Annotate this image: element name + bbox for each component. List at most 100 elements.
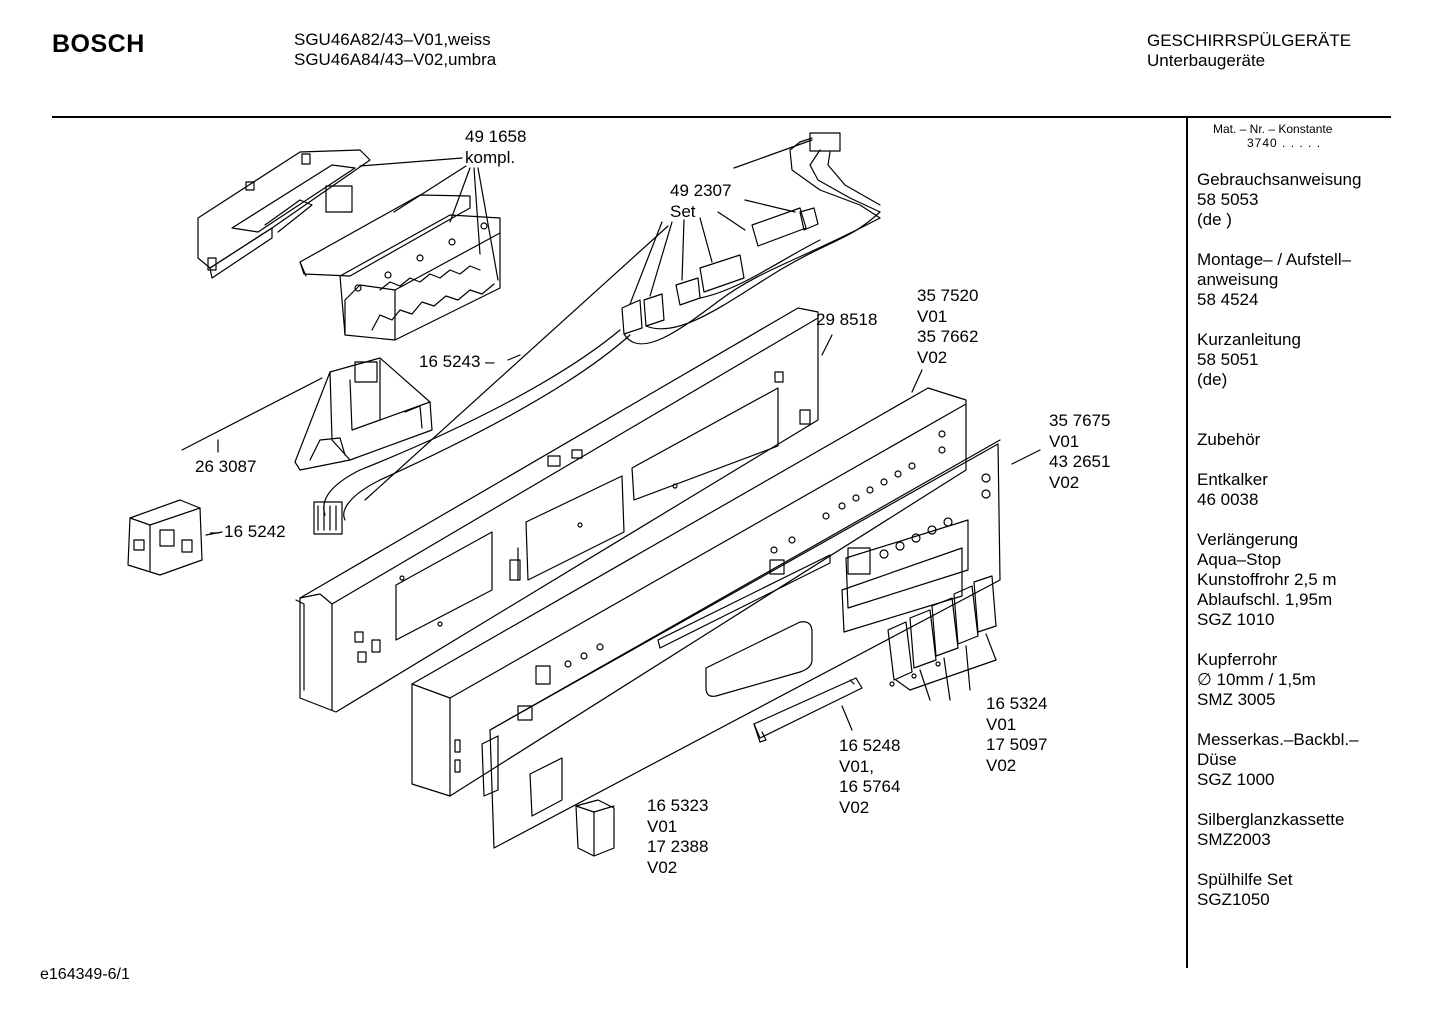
- sidebar-line: [1197, 410, 1437, 430]
- leader-line-165248: [842, 706, 852, 730]
- sidebar-item: Kurzanleitung 58 5051 (de): [1197, 330, 1437, 390]
- model-line: SGU46A82/43–V01,weiss: [294, 30, 491, 49]
- callout-line: 26 3087: [195, 457, 257, 476]
- sidebar-line: Zubehör: [1197, 430, 1261, 449]
- model-line: SGU46A84/43–V02,umbra: [294, 50, 497, 69]
- callout-line: V01: [647, 816, 678, 836]
- callout-line: V02: [917, 347, 948, 367]
- leader-line-165242: [206, 532, 222, 535]
- sidebar-line: 58 5053: [1197, 190, 1259, 209]
- callout-165243: 16 5243 –: [419, 352, 495, 373]
- sidebar-line: (de): [1197, 370, 1228, 389]
- sidebar-line: Gebrauchsanweisung: [1197, 170, 1362, 189]
- sidebar-item: Messerkas.–Backbl.– Düse SGZ 1000: [1197, 730, 1437, 790]
- sidebar-line: SMZ2003: [1197, 830, 1271, 849]
- callout-165323: 16 5323 V01 17 2388 V02: [647, 796, 708, 878]
- inner-frame-part: [296, 308, 818, 712]
- control-panel-part: [412, 388, 966, 796]
- sidebar-line: SGZ1050: [1197, 890, 1270, 909]
- category-title: GESCHIRRSPÜLGERÄTE: [1147, 31, 1352, 50]
- sidebar-line: (de ): [1197, 210, 1232, 229]
- sidebar-line: Montage– / Aufstell–: [1197, 250, 1352, 269]
- callout-357675: 35 7675 V01 43 2651 V02: [1049, 411, 1110, 493]
- sidebar-line: Silberglanzkassette: [1197, 810, 1345, 829]
- sidebar-line: SMZ 3005: [1197, 690, 1276, 709]
- callout-line: V01: [917, 306, 948, 326]
- callout-line: 43 2651: [1049, 452, 1111, 471]
- sidebar-line: Kurzanleitung: [1197, 330, 1301, 349]
- sidebar-line: Ablaufschl. 1,95m: [1197, 590, 1333, 609]
- sidebar-line: SGZ 1010: [1197, 610, 1275, 629]
- leader-lines-492307: [365, 140, 812, 500]
- front-panel-part: [482, 440, 1000, 848]
- callout-line: 49 1658: [465, 127, 527, 146]
- callout-line: V02: [986, 755, 1017, 775]
- sidebar-line: Düse: [1197, 750, 1237, 769]
- callout-line: 35 7675: [1049, 411, 1111, 430]
- sidebar-item: Spülhilfe Set SGZ1050: [1197, 870, 1437, 910]
- exploded-parts-diagram: [0, 0, 1186, 960]
- callout-491658: 49 1658 kompl.: [465, 127, 526, 168]
- callout-165248: 16 5248 V01, 16 5764 V02: [839, 736, 900, 818]
- callout-line: V02: [647, 857, 678, 877]
- sidebar-divider: [1186, 118, 1188, 968]
- callout-357520: 35 7520 V01 35 7662 V02: [917, 286, 978, 368]
- callout-line: 16 5248: [839, 736, 901, 755]
- callout-line: 17 2388: [647, 837, 709, 856]
- document-code: e164349-6/1: [40, 966, 130, 983]
- button-set-part: [888, 576, 996, 700]
- sidebar-line: Spülhilfe Set: [1197, 870, 1293, 889]
- callout-165324: 16 5324 V01 17 5097 V02: [986, 694, 1047, 776]
- callout-line: 16 5764: [839, 777, 901, 796]
- callout-line: Set: [670, 201, 696, 221]
- sidebar-line: 58 4524: [1197, 290, 1259, 309]
- sidebar-line: anweisung: [1197, 270, 1279, 289]
- callout-298518: 29 8518: [816, 310, 877, 331]
- callout-line: 16 5243 –: [419, 352, 495, 371]
- control-module-part: [198, 150, 500, 340]
- sidebar-line: Kupferrohr: [1197, 650, 1278, 669]
- sidebar-line: Kunstoffrohr 2,5 m: [1197, 570, 1337, 589]
- sidebar-item: Entkalker 46 0038: [1197, 470, 1437, 510]
- sidebar-item: Silberglanzkassette SMZ2003: [1197, 810, 1437, 850]
- appliance-category: GESCHIRRSPÜLGERÄTE Unterbaugeräte: [1147, 31, 1351, 71]
- wiring-harness-part: [314, 133, 880, 534]
- callout-line: V02: [1049, 472, 1080, 492]
- leader-lines-491658: [360, 158, 498, 280]
- callout-line: 17 5097: [986, 735, 1048, 754]
- door-lock-part: [128, 500, 202, 575]
- sidebar-line: Aqua–Stop: [1197, 550, 1282, 569]
- callout-line: 16 5323: [647, 796, 709, 815]
- bracket-part: [182, 358, 432, 470]
- callout-line: V01,: [839, 756, 874, 776]
- callout-line: V01: [1049, 431, 1080, 451]
- model-list: SGU46A82/43–V01,weiss SGU46A84/43–V02,um…: [294, 30, 496, 70]
- cap-part: [576, 800, 614, 856]
- sidebar-line: Verlängerung: [1197, 530, 1299, 549]
- sidebar-line: ∅ 10mm / 1,5m: [1197, 670, 1316, 689]
- callout-165242: – 16 5242: [210, 522, 286, 543]
- callout-line: 35 7662: [917, 327, 979, 346]
- category-subtitle: Unterbaugeräte: [1147, 51, 1266, 70]
- callout-line: V02: [839, 797, 870, 817]
- callout-line: 16 5324: [986, 694, 1048, 713]
- sidebar-item: Montage– / Aufstell– anweisung 58 4524: [1197, 250, 1437, 310]
- sidebar-line: 46 0038: [1197, 490, 1259, 509]
- callout-263087: 26 3087: [195, 457, 256, 478]
- leader-line-298518: [822, 335, 832, 355]
- brand-logo: BOSCH: [52, 30, 145, 58]
- header-divider: [52, 116, 1391, 118]
- callout-line: V01: [986, 714, 1017, 734]
- callout-line: 29 8518: [816, 310, 878, 329]
- accessory-sidebar: Mat. – Nr. – Konstante 3740 . . . . . Ge…: [1197, 122, 1437, 910]
- sidebar-line: 58 5051: [1197, 350, 1259, 369]
- constant-value: 3740 . . . . .: [1247, 136, 1322, 150]
- sidebar-item: Gebrauchsanweisung 58 5053 (de ): [1197, 170, 1437, 230]
- handle-strip-part: [754, 678, 862, 742]
- callout-492307: 49 2307 Set: [670, 181, 731, 222]
- callout-line: 35 7520: [917, 286, 979, 305]
- leader-line-357675: [1012, 450, 1040, 464]
- callout-line: – 16 5242: [210, 522, 286, 541]
- sidebar-item: Kupferrohr ∅ 10mm / 1,5m SMZ 3005: [1197, 650, 1437, 710]
- sidebar-item: Zubehör: [1197, 410, 1437, 450]
